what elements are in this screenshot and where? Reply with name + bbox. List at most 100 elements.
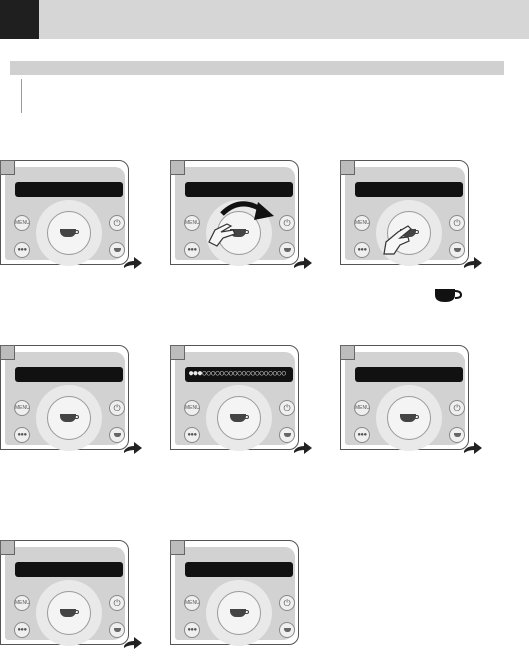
step-number — [170, 160, 185, 175]
subheading-bar — [10, 61, 504, 75]
right-arrow-icon — [123, 256, 143, 275]
lcd-display — [15, 367, 123, 382]
power-icon: ⏻ — [113, 403, 121, 413]
hot-water-button[interactable] — [279, 242, 295, 258]
step-panel: MENU ⏻ ●●● — [170, 540, 310, 655]
hot-water-icon — [113, 433, 121, 437]
power-button[interactable]: ⏻ — [279, 215, 295, 231]
menu-label: MENU — [185, 220, 200, 226]
strength-button[interactable]: ●●● — [354, 427, 370, 443]
menu-label: MENU — [185, 600, 200, 606]
menu-button[interactable]: MENU — [14, 595, 30, 611]
coffee-cup-icon — [230, 609, 246, 617]
hot-water-icon — [283, 433, 291, 437]
menu-button[interactable]: MENU — [184, 595, 200, 611]
menu-button[interactable]: MENU — [354, 215, 370, 231]
power-button[interactable]: ⏻ — [109, 595, 125, 611]
menu-button[interactable]: MENU — [184, 400, 200, 416]
lcd-display — [185, 562, 293, 577]
strength-button[interactable]: ●●● — [14, 242, 30, 258]
strength-button[interactable]: ●●● — [184, 242, 200, 258]
hand-pointer-icon — [205, 216, 245, 255]
lcd-display — [15, 562, 123, 577]
coffee-cup-icon — [60, 229, 76, 237]
hot-water-icon — [453, 248, 461, 252]
right-arrow-icon — [463, 441, 483, 460]
power-button[interactable]: ⏻ — [449, 400, 465, 416]
power-button[interactable]: ⏻ — [279, 400, 295, 416]
strength-button[interactable]: ●●● — [184, 622, 200, 638]
step-panel: MENU ⏻ ●●● — [0, 345, 143, 460]
cup-handle — [415, 415, 419, 419]
cup-handle — [75, 415, 79, 419]
step-panel: MENU ⏻ ●●● — [0, 160, 143, 275]
coffee-cup-icon — [400, 414, 416, 422]
lcd-display — [15, 182, 123, 197]
step-number — [170, 540, 185, 555]
cup-handle — [245, 230, 249, 234]
strength-button[interactable]: ●●● — [14, 427, 30, 443]
strength-label: ●●● — [187, 627, 197, 633]
strength-label: ●●● — [17, 247, 27, 253]
hot-water-button[interactable] — [109, 427, 125, 443]
strength-label: ●●● — [17, 627, 27, 633]
strength-button[interactable]: ●●● — [14, 622, 30, 638]
strength-label: ●●● — [357, 247, 367, 253]
strength-label: ●●● — [357, 432, 367, 438]
lcd-display — [355, 182, 463, 197]
power-button[interactable]: ⏻ — [279, 595, 295, 611]
strength-button[interactable]: ●●● — [184, 427, 200, 443]
menu-button[interactable]: MENU — [14, 400, 30, 416]
hot-water-button[interactable] — [449, 242, 465, 258]
power-icon: ⏻ — [283, 598, 291, 608]
right-arrow-icon — [123, 441, 143, 460]
hot-water-button[interactable] — [449, 427, 465, 443]
hand-pointer-icon — [378, 220, 418, 265]
right-arrow-icon — [123, 636, 143, 655]
power-icon: ⏻ — [283, 218, 291, 228]
hot-water-icon — [113, 248, 121, 252]
coffee-cup-icon — [400, 229, 416, 237]
center-button[interactable] — [387, 396, 431, 440]
step-number — [0, 540, 15, 555]
step-panel: MENU ⏻ ●●● — [340, 160, 483, 275]
cup-handle — [75, 230, 79, 234]
strength-button[interactable]: ●●● — [354, 242, 370, 258]
divider-line — [21, 79, 22, 113]
strength-label: ●●● — [187, 247, 197, 253]
menu-button[interactable]: MENU — [14, 215, 30, 231]
lcd-display — [355, 367, 463, 382]
section-marker — [0, 0, 39, 39]
cup-handle — [245, 610, 249, 614]
menu-label: MENU — [15, 405, 30, 411]
coffee-cup-icon — [60, 609, 76, 617]
power-icon: ⏻ — [113, 598, 121, 608]
hot-water-button[interactable] — [279, 427, 295, 443]
display-text: ●●●○○○○○○○○○○○○○○○○○○○ — [189, 369, 287, 377]
coffee-cup-icon — [230, 414, 246, 422]
menu-label: MENU — [185, 405, 200, 411]
power-button[interactable]: ⏻ — [449, 215, 465, 231]
step-number — [340, 160, 355, 175]
strength-label: ●●● — [187, 432, 197, 438]
step-number — [170, 345, 185, 360]
step-number — [0, 160, 15, 175]
menu-button[interactable]: MENU — [354, 400, 370, 416]
right-arrow-icon — [463, 256, 483, 275]
hot-water-button[interactable] — [109, 622, 125, 638]
cup-handle — [415, 230, 419, 234]
right-arrow-icon — [293, 256, 313, 275]
cup-handle — [245, 415, 249, 419]
menu-label: MENU — [15, 600, 30, 606]
lcd-display: ●●●○○○○○○○○○○○○○○○○○○○ — [185, 367, 293, 382]
coffee-cup-icon — [60, 414, 76, 422]
hot-water-icon — [453, 433, 461, 437]
menu-button[interactable]: MENU — [184, 215, 200, 231]
power-button[interactable]: ⏻ — [109, 400, 125, 416]
step-panel: MENU ⏻ ●●● — [340, 345, 483, 460]
menu-label: MENU — [355, 405, 370, 411]
hot-water-button[interactable] — [279, 622, 295, 638]
hot-water-button[interactable] — [109, 242, 125, 258]
power-button[interactable]: ⏻ — [109, 215, 125, 231]
step-number — [0, 345, 15, 360]
